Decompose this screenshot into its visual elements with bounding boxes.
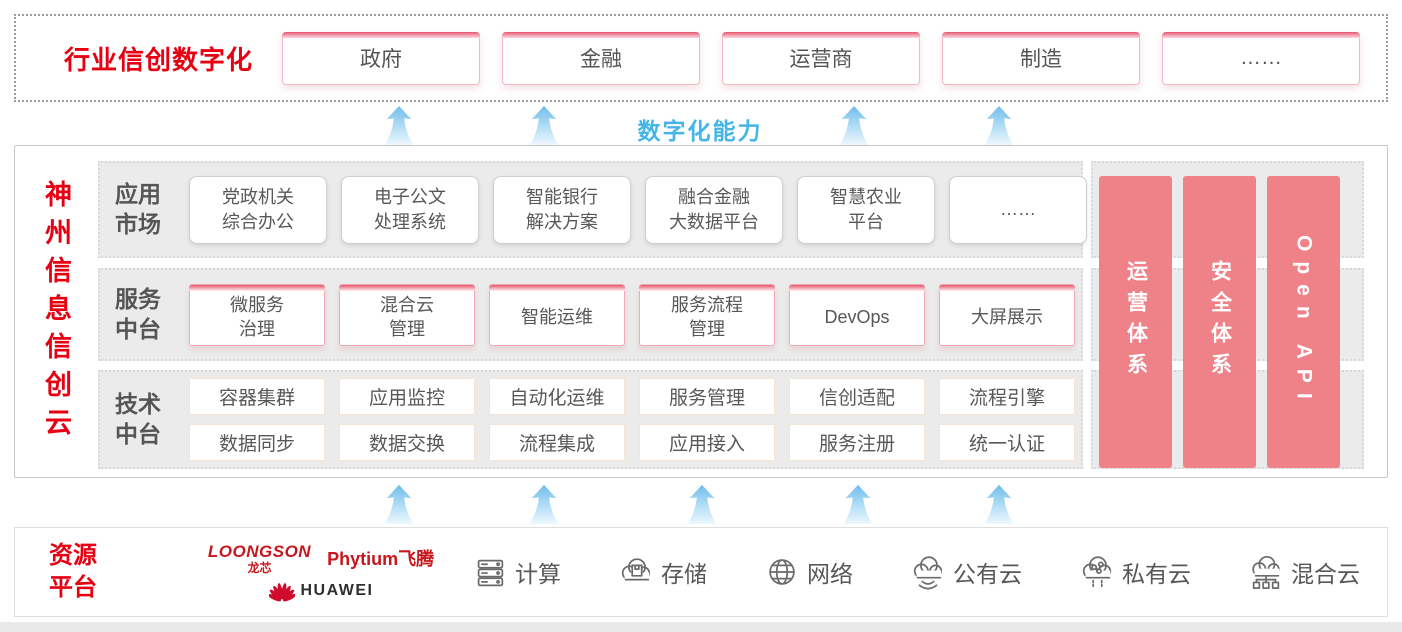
service-box: 大屏展示 — [939, 283, 1075, 346]
compute-icon — [477, 559, 504, 587]
resource-items: 计算 存储 网络 公有云 — [471, 553, 1360, 591]
loongson-logo-text: LOONGSON — [207, 541, 312, 561]
huawei-logo: HUAWEI — [268, 579, 374, 603]
pillar-security-system: 安全体系 — [1183, 176, 1256, 468]
resource-item-label: 私有云 — [1122, 561, 1191, 587]
tech-box: 容器集群 — [189, 378, 325, 415]
app-box-more: …… — [949, 175, 1087, 244]
resource-item-private-cloud: 私有云 — [1078, 553, 1191, 591]
up-arrow-icon — [687, 484, 717, 525]
resource-platform-title: 资源 平台 — [49, 541, 97, 601]
pillar-label: Open API — [1292, 235, 1316, 409]
bottom-divider — [0, 622, 1402, 632]
service-box: 服务流程 管理 — [639, 283, 775, 346]
resource-item-label: 混合云 — [1291, 561, 1360, 587]
loongson-logo-cn: 龙芯 — [247, 560, 272, 575]
up-arrow-icon — [384, 105, 414, 145]
resource-item-label: 网络 — [807, 561, 853, 587]
up-arrow-icon — [839, 105, 869, 145]
row-label-tech: 技术 中台 — [115, 390, 161, 447]
pillar-label: 安全体系 — [1208, 260, 1232, 384]
row-label-service: 服务 中台 — [115, 285, 161, 342]
resource-arrow-band — [0, 482, 1402, 526]
service-box: 混合云 管理 — [339, 283, 475, 346]
app-market-boxes: 党政机关 综合办公 电子公文 处理系统 智能银行 解决方案 融合金融 大数据平台… — [189, 175, 1087, 244]
resource-item-hybrid-cloud: 混合云 — [1247, 553, 1360, 591]
private-cloud-icon — [1082, 556, 1112, 588]
loongson-logo: LOONGSON 龙芯 — [208, 542, 311, 576]
row-app-market: 应用 市场 党政机关 综合办公 电子公文 处理系统 智能银行 解决方案 融合金融… — [98, 161, 1087, 258]
industry-box-telecom: 运营商 — [722, 31, 920, 85]
storage-icon — [621, 558, 651, 581]
row-label-app-market: 应用 市场 — [115, 180, 161, 237]
resource-item-compute: 计算 — [471, 553, 561, 591]
up-arrow-icon — [384, 484, 414, 525]
tech-box: 服务注册 — [789, 424, 925, 461]
app-box: 智能银行 解决方案 — [493, 175, 631, 244]
resource-item-label: 公有云 — [953, 561, 1022, 587]
cloud-platform-panel: 神州信息信创云 应用 市场 党政机关 综合办公 电子公文 处理系统 智能银行 解… — [14, 145, 1388, 478]
huawei-logo-text: HUAWEI — [300, 581, 374, 599]
tech-boxes: 容器集群 应用监控 自动化运维 服务管理 信创适配 流程引擎 数据同步 数据交换… — [189, 378, 1075, 461]
app-box: 电子公文 处理系统 — [341, 175, 479, 244]
up-arrow-icon — [984, 105, 1014, 145]
service-box: DevOps — [789, 283, 925, 346]
tech-box: 信创适配 — [789, 378, 925, 415]
service-box: 智能运维 — [489, 283, 625, 346]
tech-box: 服务管理 — [639, 378, 775, 415]
tech-box: 统一认证 — [939, 424, 1075, 461]
up-arrow-icon — [984, 484, 1014, 525]
tech-box: 应用接入 — [639, 424, 775, 461]
hybrid-cloud-icon — [1252, 555, 1280, 590]
pillar-open-api: Open API — [1267, 176, 1340, 468]
industry-box-finance: 金融 — [502, 31, 700, 85]
tech-box: 数据交换 — [339, 424, 475, 461]
tech-box: 数据同步 — [189, 424, 325, 461]
network-icon — [769, 559, 795, 585]
resource-item-label: 计算 — [515, 561, 561, 587]
row-tech-platform: 技术 中台 容器集群 应用监控 自动化运维 服务管理 信创适配 流程引擎 数据同… — [98, 370, 1083, 469]
pillar-operation-system: 运营体系 — [1099, 176, 1172, 468]
capability-arrow-band: 数字化能力 — [0, 104, 1402, 145]
public-cloud-icon — [913, 556, 943, 590]
resource-platform-panel: 资源 平台 LOONGSON 龙芯 Phytium飞腾 — [14, 527, 1388, 617]
row-service-platform: 服务 中台 微服务 治理 混合云 管理 智能运维 服务流程 管理 DevOps … — [98, 268, 1083, 361]
industry-box-more: …… — [1162, 31, 1360, 85]
service-boxes: 微服务 治理 混合云 管理 智能运维 服务流程 管理 DevOps 大屏展示 — [189, 283, 1075, 346]
up-arrow-icon — [529, 105, 559, 145]
up-arrow-icon — [843, 484, 873, 525]
app-box: 党政机关 综合办公 — [189, 175, 327, 244]
huawei-flower-icon — [268, 582, 295, 601]
industry-row: 政府 金融 运营商 制造 …… — [282, 31, 1360, 85]
industry-banner: 行业信创数字化 政府 金融 运营商 制造 …… — [14, 14, 1388, 102]
resource-item-storage: 存储 — [617, 553, 707, 591]
service-box: 微服务 治理 — [189, 283, 325, 346]
capability-label: 数字化能力 — [637, 118, 763, 144]
resource-item-network: 网络 — [763, 553, 853, 591]
tech-box: 流程集成 — [489, 424, 625, 461]
vendor-logos: LOONGSON 龙芯 Phytium飞腾 HUAWEI — [201, 542, 441, 603]
phytium-logo: Phytium飞腾 — [327, 548, 435, 569]
resource-item-public-cloud: 公有云 — [909, 553, 1022, 591]
tech-box: 流程引擎 — [939, 378, 1075, 415]
platform-vertical-title: 神州信息信创云 — [41, 180, 71, 446]
app-box: 融合金融 大数据平台 — [645, 175, 783, 244]
tech-box: 自动化运维 — [489, 378, 625, 415]
industry-banner-title: 行业信创数字化 — [64, 44, 254, 75]
tech-box: 应用监控 — [339, 378, 475, 415]
resource-item-label: 存储 — [661, 561, 707, 587]
app-box: 智慧农业 平台 — [797, 175, 935, 244]
pillar-label: 运营体系 — [1124, 260, 1148, 384]
up-arrow-icon — [529, 484, 559, 525]
industry-box-government: 政府 — [282, 31, 480, 85]
industry-box-manufacturing: 制造 — [942, 31, 1140, 85]
